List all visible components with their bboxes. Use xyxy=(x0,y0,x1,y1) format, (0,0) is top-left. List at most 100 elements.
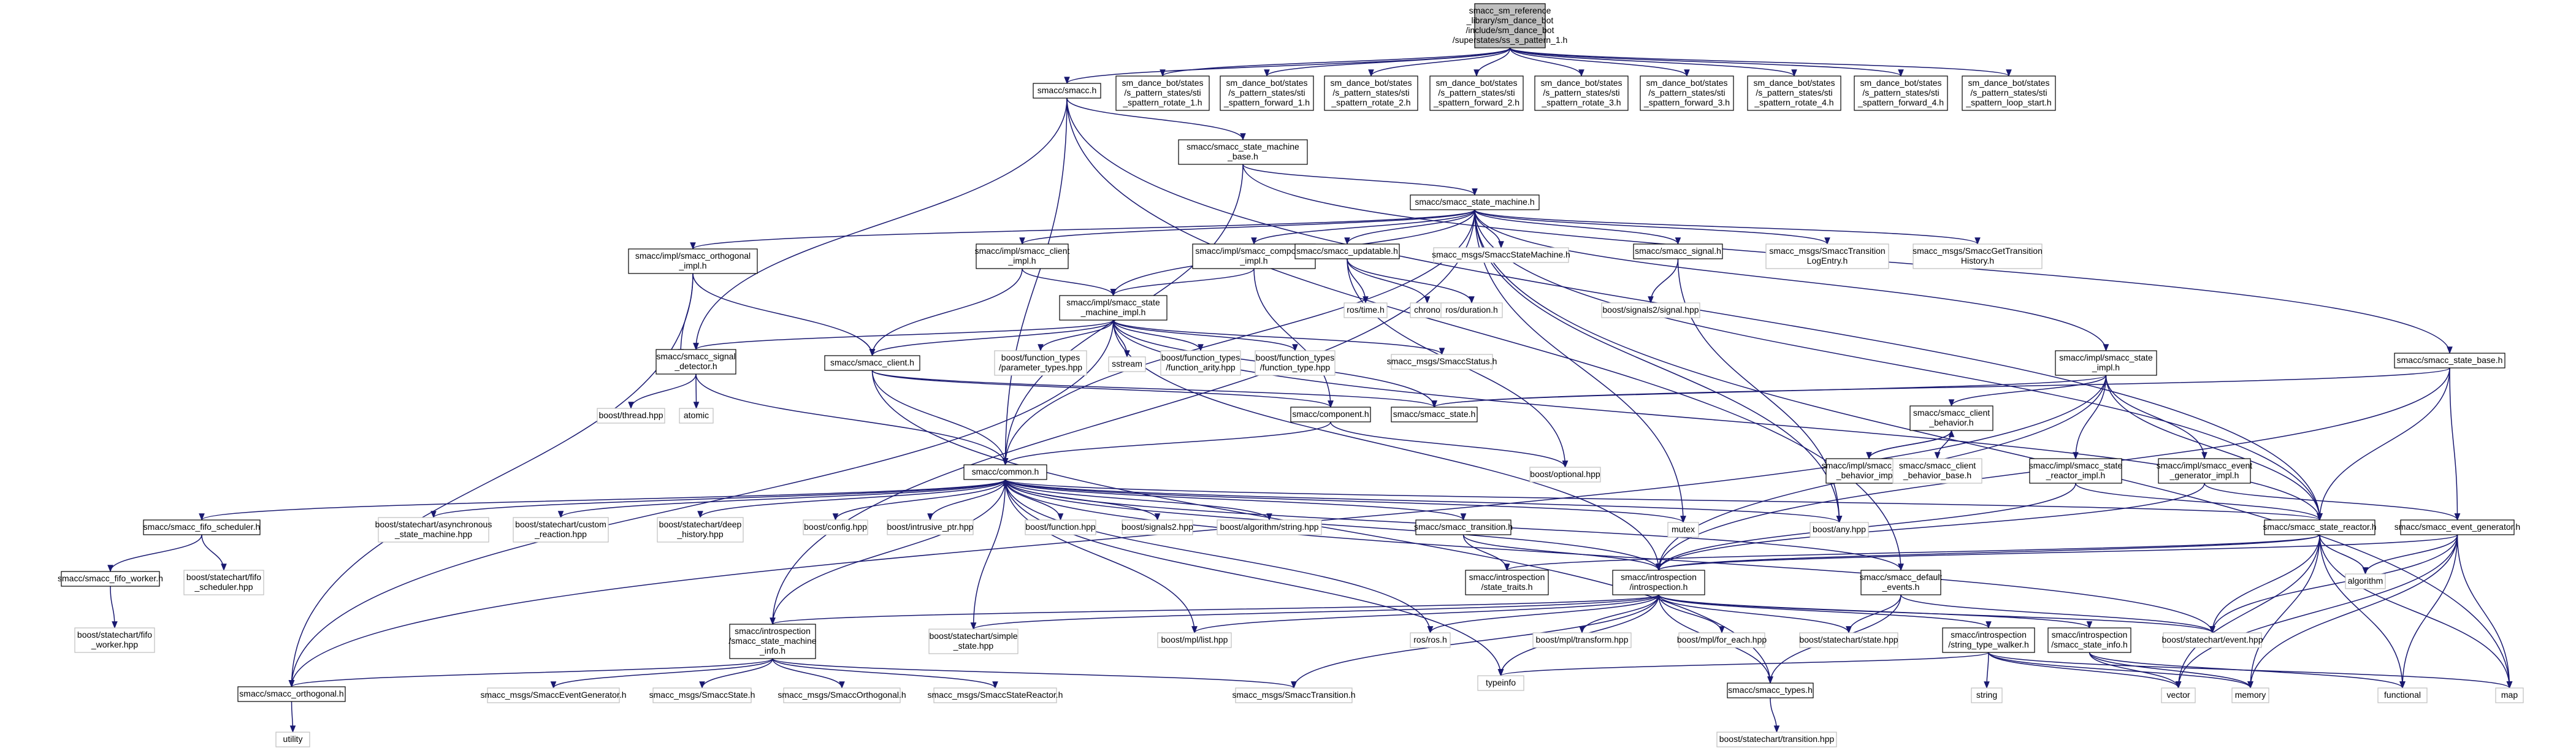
node-typeinfo[interactable]: typeinfo xyxy=(1477,675,1524,691)
node-ros-h[interactable]: ros/ros.h xyxy=(1410,632,1451,648)
node-async-sm[interactable]: boost/statechart/asynchronous_state_mach… xyxy=(375,517,492,543)
node-sti-forward-1[interactable]: sm_dance_bot/states/s_pattern_states/sti… xyxy=(1220,75,1314,111)
node-algorithm[interactable]: algorithm xyxy=(2345,573,2386,589)
node-sr-impl[interactable]: smacc/impl/smacc_state_reactor_impl.h xyxy=(2029,458,2123,484)
node-sm-base[interactable]: smacc/smacc_state_machine_base.h xyxy=(1178,139,1308,165)
edge-introspection-to-mpl_transform xyxy=(1579,594,1659,634)
node-sstream[interactable]: sstream xyxy=(1108,356,1146,372)
node-config[interactable]: boost/config.hpp xyxy=(803,519,868,535)
node-signal-detector[interactable]: smacc/smacc_signal_detector.h xyxy=(655,349,736,375)
node-sc-state[interactable]: boost/statechart/state.hpp xyxy=(1799,632,1898,648)
node-msg-state[interactable]: smacc_msgs/SmaccState.h xyxy=(649,687,755,703)
node-default-events[interactable]: smacc/smacc_default_events.h xyxy=(1860,570,1943,595)
node-smacc-types[interactable]: smacc/smacc_types.h xyxy=(1727,682,1814,698)
node-transition[interactable]: smacc/smacc_transition.h xyxy=(1414,519,1513,535)
node-sc-transition[interactable]: boost/statechart/transition.hpp xyxy=(1716,732,1837,747)
node-label-line: _spattern_forward_3.h xyxy=(1643,97,1730,107)
node-orthogonal[interactable]: smacc/smacc_orthogonal.h xyxy=(237,686,346,702)
node-memory[interactable]: memory xyxy=(2231,687,2269,703)
node-vector[interactable]: vector xyxy=(2161,687,2196,703)
edge-state_reactor-to-sc_event xyxy=(2209,534,2320,634)
node-cb-base[interactable]: smacc/smacc_client_behavior_base.h xyxy=(1892,458,1982,484)
node-sti-forward-3[interactable]: sm_dance_bot/states/s_pattern_states/sti… xyxy=(1640,75,1734,111)
node-deep-hist[interactable]: boost/statechart/deep_history.hpp xyxy=(657,517,744,543)
node-msg-trans[interactable]: smacc_msgs/SmaccTransition.h xyxy=(1233,687,1356,703)
edge-state_reactor-to-state_traits xyxy=(1504,534,2320,571)
node-smi[interactable]: smacc/introspection/smacc_state_machine_… xyxy=(728,624,817,659)
node-component[interactable]: smacc/component.h xyxy=(1290,407,1371,422)
node-optional[interactable]: boost/optional.hpp xyxy=(1529,467,1601,483)
node-sti-rotate-2[interactable]: sm_dance_bot/states/s_pattern_states/sti… xyxy=(1324,75,1418,111)
node-mpl-foreach[interactable]: boost/mpl/for_each.hpp xyxy=(1677,632,1767,648)
node-ft-arity[interactable]: boost/function_types/function_arity.hpp xyxy=(1160,350,1241,376)
node-any[interactable]: boost/any.hpp xyxy=(1810,522,1869,538)
node-orth-impl[interactable]: smacc/impl/smacc_orthogonal_impl.h xyxy=(628,248,758,274)
node-msg-sr[interactable]: smacc_msgs/SmaccStateReactor.h xyxy=(928,687,1063,703)
node-ft-param[interactable]: boost/function_types/parameter_types.hpp xyxy=(994,350,1087,376)
node-signal[interactable]: smacc/smacc_signal.h xyxy=(1633,243,1723,259)
node-atomic[interactable]: atomic xyxy=(679,408,714,424)
node-sti-loop-start[interactable]: sm_dance_bot/states/s_pattern_states/sti… xyxy=(1962,75,2056,111)
edge-common-to-typeinfo xyxy=(1004,479,1504,677)
node-thread[interactable]: boost/thread.hpp xyxy=(597,408,665,424)
node-state-machine[interactable]: smacc/smacc_state_machine.h xyxy=(1410,194,1540,210)
node-common[interactable]: smacc/common.h xyxy=(963,464,1047,480)
node-alg-string[interactable]: boost/algorithm/string.hpp xyxy=(1217,519,1322,535)
node-sti-rotate-1[interactable]: sm_dance_bot/states/s_pattern_states/sti… xyxy=(1115,75,1210,111)
node-ssi[interactable]: smacc/introspection/smacc_state_info.h xyxy=(2047,627,2131,653)
node-custom-react[interactable]: boost/statechart/custom_reaction.hpp xyxy=(513,517,609,543)
node-sti-rotate-3[interactable]: sm_dance_bot/states/s_pattern_states/sti… xyxy=(1534,75,1629,111)
node-mpl-list[interactable]: boost/mpl/list.hpp xyxy=(1157,632,1232,648)
node-ft-type[interactable]: boost/function_types/function_type.hpp xyxy=(1255,350,1336,376)
node-sti-forward-2[interactable]: sm_dance_bot/states/s_pattern_states/sti… xyxy=(1429,75,1524,111)
node-mpl-transform[interactable]: boost/mpl/transform.hpp xyxy=(1532,632,1632,648)
node-state-impl[interactable]: smacc/impl/smacc_state_impl.h xyxy=(2055,350,2157,376)
node-sc-event[interactable]: boost/statechart/event.hpp xyxy=(2162,632,2263,648)
edge-smacc_h-to-signal_detector xyxy=(693,97,1068,351)
node-map[interactable]: map xyxy=(2495,687,2524,703)
node-sti-rotate-4[interactable]: sm_dance_bot/states/s_pattern_states/sti… xyxy=(1747,75,1841,111)
node-introspection[interactable]: smacc/introspection/introspection.h xyxy=(1612,570,1705,595)
node-simple-state[interactable]: boost/statechart/simple_state.hpp xyxy=(928,629,1019,654)
node-signals2[interactable]: boost/signals2.hpp xyxy=(1122,519,1193,535)
node-fifo-worker[interactable]: smacc/smacc_fifo_worker.h xyxy=(58,571,163,587)
node-client-impl[interactable]: smacc/impl/smacc_client_impl.h xyxy=(975,243,1070,269)
node-signals2-signal[interactable]: boost/signals2/signal.hpp xyxy=(1601,302,1700,318)
node-sm-impl[interactable]: smacc/impl/smacc_state_machine_impl.h xyxy=(1059,295,1168,321)
node-fifo-sched[interactable]: smacc/smacc_fifo_scheduler.h xyxy=(143,519,261,535)
node-event-gen[interactable]: smacc/smacc_event_generator.h xyxy=(2394,519,2520,535)
node-smacc-h[interactable]: smacc/smacc.h xyxy=(1033,83,1101,99)
node-updatable[interactable]: smacc/smacc_updatable.h xyxy=(1294,243,1400,259)
node-component-impl[interactable]: smacc/impl/smacc_component_impl.h xyxy=(1192,243,1316,269)
node-eg-impl[interactable]: smacc/impl/smacc_event_generator_impl.h xyxy=(2157,458,2252,484)
node-msg-orth[interactable]: smacc_msgs/SmaccOrthogonal.h xyxy=(778,687,906,703)
node-stw[interactable]: smacc/introspection/string_type_walker.h xyxy=(1942,627,2035,653)
node-state-reactor[interactable]: smacc/smacc_state_reactor.h xyxy=(2263,519,2377,535)
node-client-behavior[interactable]: smacc/smacc_client_behavior.h xyxy=(1909,405,1993,431)
node-label-line: /string_type_walker.h xyxy=(1948,640,2029,649)
node-msg-sm[interactable]: smacc_msgs/SmaccStateMachine.h xyxy=(1432,247,1570,263)
node-root[interactable]: smacc_sm_reference_library/sm_dance_bot/… xyxy=(1453,3,1568,48)
node-smacc-state[interactable]: smacc/smacc_state.h xyxy=(1391,407,1478,422)
node-function[interactable]: boost/function.hpp xyxy=(1025,519,1096,535)
node-label-line: smacc/smacc.h xyxy=(1038,85,1096,95)
node-ros-duration[interactable]: ros/duration.h xyxy=(1440,302,1503,318)
node-ros-time[interactable]: ros/time.h xyxy=(1343,302,1388,318)
node-fifo-worker-hpp[interactable]: boost/statechart/fifo_worker.hpp xyxy=(74,627,155,653)
node-utility[interactable]: utility xyxy=(275,732,310,747)
node-intrusive[interactable]: boost/intrusive_ptr.hpp xyxy=(887,519,974,535)
node-smacc-client[interactable]: smacc/smacc_client.h xyxy=(824,355,920,371)
node-string[interactable]: string xyxy=(1971,687,2003,703)
node-sti-forward-4[interactable]: sm_dance_bot/states/s_pattern_states/sti… xyxy=(1854,75,1948,111)
node-fifo-sched-hpp[interactable]: boost/statechart/fifo_scheduler.hpp xyxy=(183,570,264,595)
node-mutex[interactable]: mutex xyxy=(1667,522,1699,538)
node-state-traits[interactable]: smacc/introspection/state_traits.h xyxy=(1465,570,1549,595)
node-msg-eg[interactable]: smacc_msgs/SmaccEventGenerator.h xyxy=(480,687,627,703)
node-chrono[interactable]: chrono xyxy=(1410,302,1445,318)
node-box xyxy=(1727,682,1814,698)
node-state-base[interactable]: smacc/smacc_state_base.h xyxy=(2394,353,2505,369)
node-functional[interactable]: functional xyxy=(2377,687,2428,703)
node-msg-status[interactable]: smacc_msgs/SmaccStatus.h xyxy=(1387,354,1497,370)
